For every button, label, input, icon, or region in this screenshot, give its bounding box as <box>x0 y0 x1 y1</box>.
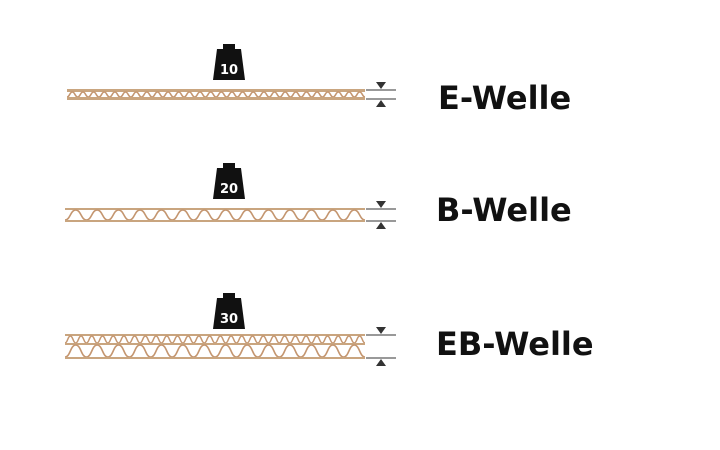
bottom-liner <box>67 97 365 100</box>
arrow-up-icon <box>376 359 386 366</box>
flute-wave <box>66 91 366 98</box>
top-liner <box>65 208 365 210</box>
row-eb-welle: 30 <box>64 293 396 366</box>
arrow-up-icon <box>376 100 386 107</box>
weight-shape <box>213 293 245 329</box>
thickness-indicator <box>366 201 396 229</box>
board-b-welle <box>64 208 366 222</box>
flute-wave-b <box>64 344 366 358</box>
board-e-welle <box>66 89 366 100</box>
board-eb-welle <box>64 334 366 359</box>
weight-value: 10 <box>220 63 238 78</box>
weight-shape <box>213 163 245 199</box>
flute-wave <box>64 209 366 221</box>
weight-value: 20 <box>220 182 238 197</box>
thickness-indicator <box>366 327 396 366</box>
top-liner <box>65 334 365 336</box>
weight-icon: 10 <box>213 44 245 80</box>
bottom-liner <box>65 220 365 222</box>
weight-shape <box>213 44 245 80</box>
arrow-down-icon <box>376 201 386 208</box>
label-e-welle: E-Welle <box>438 79 572 117</box>
thickness-indicator <box>366 82 396 107</box>
bottom-liner <box>65 357 365 359</box>
weight-icon: 30 <box>213 293 245 329</box>
row-e-welle: 10 <box>66 44 396 107</box>
middle-liner <box>65 343 365 345</box>
arrow-down-icon <box>376 82 386 89</box>
label-eb-welle: EB-Welle <box>436 325 594 363</box>
arrow-up-icon <box>376 222 386 229</box>
weight-value: 30 <box>220 312 238 327</box>
arrow-down-icon <box>376 327 386 334</box>
top-liner <box>67 89 365 92</box>
weight-icon: 20 <box>213 163 245 199</box>
flute-wave-e <box>64 335 366 344</box>
label-b-welle: B-Welle <box>436 191 572 229</box>
row-b-welle: 20 <box>64 163 396 229</box>
